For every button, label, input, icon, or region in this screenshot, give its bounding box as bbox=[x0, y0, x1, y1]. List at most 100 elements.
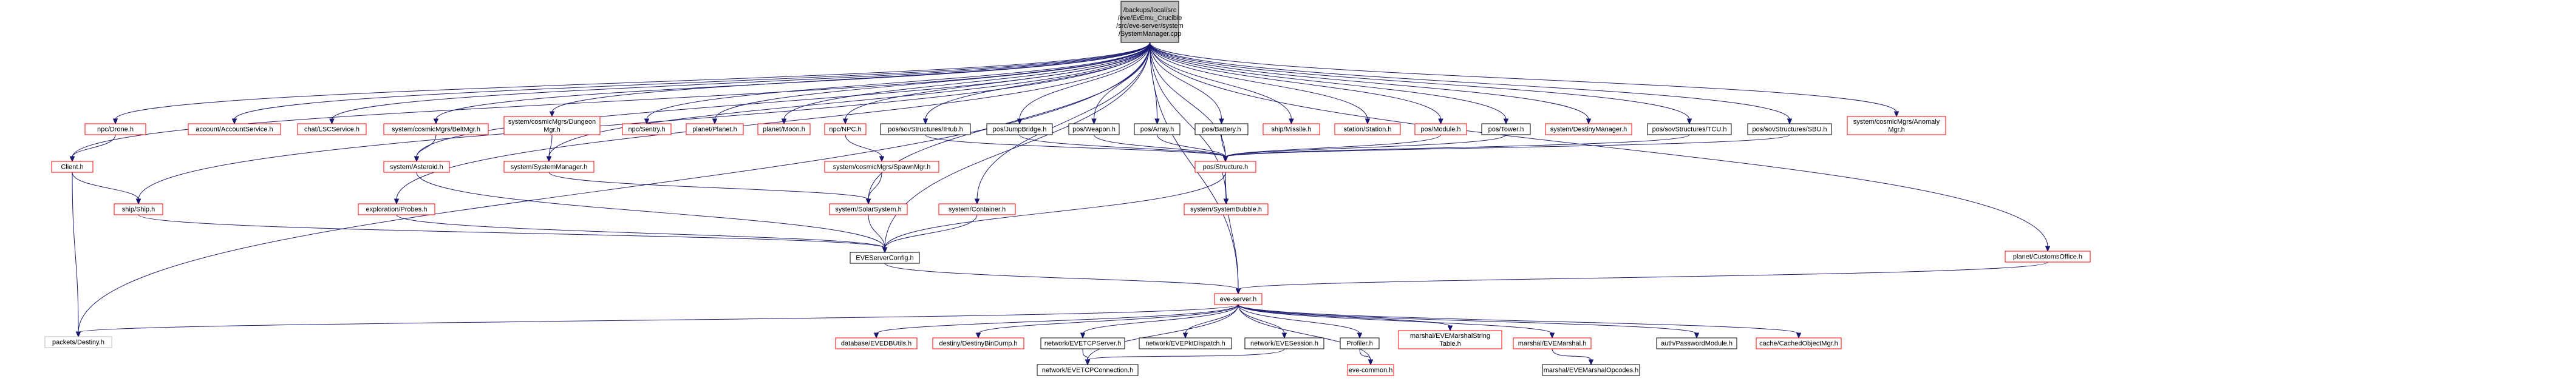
edge-eveserver-to-profiler bbox=[1238, 304, 1360, 334]
edge-root-to-chat bbox=[332, 42, 1150, 120]
node-planet-planet-h[interactable]: planet/Planet.h bbox=[686, 123, 744, 135]
node-label: system/cosmicMgrs/BeltMgr.h bbox=[392, 126, 480, 133]
edge-profiler-to-evecommon bbox=[1359, 348, 1371, 361]
node-pos-weapon-h[interactable]: pos/Weapon.h bbox=[1068, 123, 1120, 135]
node-backups-local-src-eve-evemu-crucible-src-eve-server-system-systemmanager-cpp[interactable]: /backups/local/src/eve/EvEmu_Crucible/sr… bbox=[1116, 1, 1184, 43]
node-system-destinymanager-h[interactable]: system/DestinyManager.h bbox=[1545, 123, 1632, 135]
node-pos-structure-h[interactable]: pos/Structure.h bbox=[1194, 161, 1256, 173]
node-box bbox=[1347, 364, 1394, 376]
arrowhead-beltmgr-to-asteroid bbox=[414, 156, 420, 163]
node-label: pos/Weapon.h bbox=[1072, 126, 1116, 133]
node-label: pos/sovStructures/IHub.h bbox=[888, 126, 963, 133]
node-marshal-evemarshal-h[interactable]: marshal/EVEMarshal.h bbox=[1513, 337, 1592, 349]
node-packets-destiny-h[interactable]: packets/Destiny.h bbox=[44, 336, 112, 348]
node-ship-missile-h[interactable]: ship/Missile.h bbox=[1262, 123, 1320, 135]
node-box bbox=[835, 337, 918, 349]
node-system-solarsystem-h[interactable]: system/SolarSystem.h bbox=[829, 203, 908, 215]
arrowhead-client-to-ship bbox=[135, 198, 141, 205]
node-label: Table.h bbox=[1439, 340, 1460, 348]
node-eveserverconfig-h[interactable]: EVEServerConfig.h bbox=[850, 252, 920, 264]
node-ship-ship-h[interactable]: ship/Ship.h bbox=[114, 203, 163, 215]
edge-eveserver-to-pktdispatch bbox=[1185, 304, 1239, 334]
node-box bbox=[932, 337, 1024, 349]
node-label: pos/Tower.h bbox=[1488, 126, 1524, 133]
edge-root-to-beltmgr bbox=[435, 42, 1150, 120]
node-network-evepktdispatch-h[interactable]: network/EVEPktDispatch.h bbox=[1139, 337, 1232, 349]
node-pos-jumpbridge-h[interactable]: pos/JumpBridge.h bbox=[986, 123, 1053, 135]
arrowhead-root-to-ihub bbox=[922, 118, 929, 125]
node-cache-cachedobjectmgr-h[interactable]: cache/CachedObjectMgr.h bbox=[1756, 337, 1842, 349]
node-box bbox=[622, 123, 672, 135]
node-chat-lscservice-h[interactable]: chat/LSCService.h bbox=[297, 123, 367, 135]
node-database-evedbutils-h[interactable]: database/EVEDBUtils.h bbox=[835, 337, 918, 349]
arrowhead-npc_drone-to-client bbox=[69, 156, 75, 163]
node-eve-server-h[interactable]: eve-server.h bbox=[1214, 293, 1262, 305]
node-network-evetcpconnection-h[interactable]: network/EVETCPConnection.h bbox=[1037, 364, 1139, 376]
edge-structure-to-config bbox=[884, 172, 1226, 249]
node-system-cosmicmgrs-spawnmgr-h[interactable]: system/cosmicMgrs/SpawnMgr.h bbox=[824, 161, 939, 173]
node-pos-sovstructures-sbu-h[interactable]: pos/sovStructures/SBU.h bbox=[1747, 123, 1832, 135]
node-auth-passwordmodule-h[interactable]: auth/PasswordModule.h bbox=[1656, 337, 1737, 349]
node-box bbox=[829, 203, 908, 215]
node-exploration-probes-h[interactable]: exploration/Probes.h bbox=[358, 203, 435, 215]
node-pos-battery-h[interactable]: pos/Battery.h bbox=[1194, 123, 1249, 135]
arrowhead-root-to-tcu bbox=[1686, 118, 1692, 125]
node-client-h[interactable]: Client.h bbox=[51, 161, 94, 173]
node-pos-module-h[interactable]: pos/Module.h bbox=[1414, 123, 1467, 135]
node-system-systemmanager-h[interactable]: system/SystemManager.h bbox=[503, 161, 595, 173]
node-pos-tower-h[interactable]: pos/Tower.h bbox=[1481, 123, 1531, 135]
node-station-station-h[interactable]: station/Station.h bbox=[1334, 123, 1401, 135]
arrowhead-session-to-tcpconn bbox=[1085, 359, 1091, 366]
node-label: eve-server.h bbox=[1220, 296, 1257, 303]
edge-root-to-planet bbox=[714, 42, 1150, 120]
node-box bbox=[1340, 337, 1380, 349]
node-planet-customsoffice-h[interactable]: planet/CustomsOffice.h bbox=[2005, 251, 2091, 263]
node-box bbox=[1334, 123, 1401, 135]
edge-root-to-tower bbox=[1150, 42, 1507, 120]
node-label: system/cosmicMgrs/Anomaly bbox=[1853, 118, 1940, 126]
node-box bbox=[1756, 337, 1842, 349]
node-label: ship/Ship.h bbox=[122, 206, 155, 214]
node-label: EVEServerConfig.h bbox=[856, 255, 913, 262]
node-system-systembubble-h[interactable]: system/SystemBubble.h bbox=[1184, 203, 1269, 215]
node-label: Client.h bbox=[61, 164, 83, 171]
node-label: cache/CachedObjectMgr.h bbox=[1759, 340, 1838, 348]
node-label: planet/CustomsOffice.h bbox=[2013, 254, 2082, 261]
node-system-cosmicmgrs-beltmgr-h[interactable]: system/cosmicMgrs/BeltMgr.h bbox=[383, 123, 489, 135]
node-box bbox=[824, 161, 939, 173]
node-pos-sovstructures-ihub-h[interactable]: pos/sovStructures/IHub.h bbox=[880, 123, 971, 135]
node-npc-sentry-h[interactable]: npc/Sentry.h bbox=[622, 123, 672, 135]
node-label: /SystemManager.cpp bbox=[1119, 30, 1181, 38]
node-system-container-h[interactable]: system/Container.h bbox=[938, 203, 1016, 215]
edge-client-to-ship bbox=[72, 172, 139, 200]
node-network-evesession-h[interactable]: network/EVESession.h bbox=[1244, 337, 1324, 349]
node-npc-npc-h[interactable]: npc/NPC.h bbox=[824, 123, 867, 135]
edge-root-to-dungeon bbox=[551, 42, 1150, 113]
arrowhead-eveserver-to-password bbox=[1694, 332, 1700, 339]
edge-solarsystem-to-config bbox=[868, 214, 885, 249]
arrowhead-root-to-missile bbox=[1289, 118, 1294, 125]
node-destiny-destinybindump-h[interactable]: destiny/DestinyBinDump.h bbox=[932, 337, 1024, 349]
node-box bbox=[1481, 123, 1531, 135]
node-network-evetcpserver-h[interactable]: network/EVETCPServer.h bbox=[1040, 337, 1125, 349]
node-system-asteroid-h[interactable]: system/Asteroid.h bbox=[383, 161, 450, 173]
node-box bbox=[850, 252, 920, 264]
node-label: exploration/Probes.h bbox=[366, 206, 428, 214]
node-box bbox=[1194, 161, 1256, 173]
node-account-accountservice-h[interactable]: account/AccountService.h bbox=[188, 123, 281, 135]
node-pos-array-h[interactable]: pos/Array.h bbox=[1134, 123, 1181, 135]
node-profiler-h[interactable]: Profiler.h bbox=[1340, 337, 1380, 349]
edge-weapon-to-structure bbox=[1094, 134, 1226, 158]
node-marshal-evemarshalopcodes-h[interactable]: marshal/EVEMarshalOpcodes.h bbox=[1542, 364, 1640, 376]
arrowhead-eveserver-to-marshal bbox=[1549, 332, 1555, 339]
node-pos-sovstructures-tcu-h[interactable]: pos/sovStructures/TCU.h bbox=[1647, 123, 1732, 135]
node-box bbox=[1513, 337, 1592, 349]
node-planet-moon-h[interactable]: planet/Moon.h bbox=[757, 123, 811, 135]
node-npc-drone-h[interactable]: npc/Drone.h bbox=[84, 123, 146, 135]
node-eve-common-h[interactable]: eve-common.h bbox=[1347, 364, 1394, 376]
edge-root-to-weapon bbox=[1094, 42, 1150, 120]
